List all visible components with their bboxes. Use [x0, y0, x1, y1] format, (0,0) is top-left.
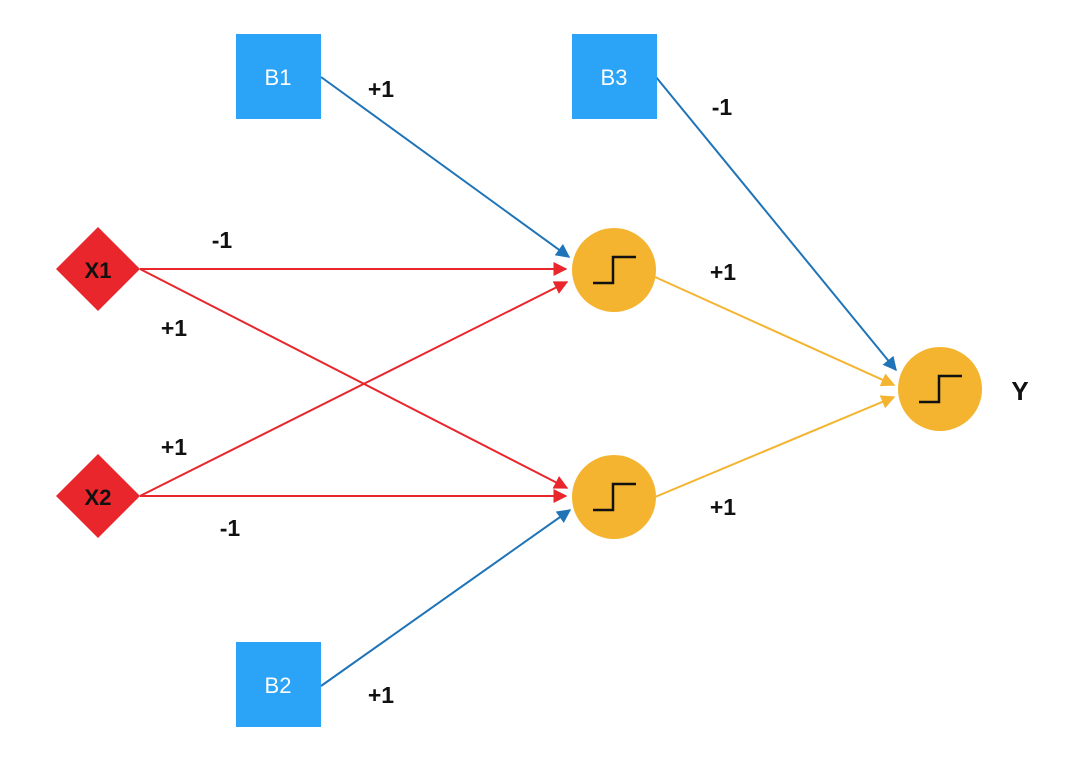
- weight-label-x1-h1: -1: [212, 227, 233, 253]
- input-node-x1: X1: [56, 227, 140, 311]
- weight-label-x2-h1: +1: [161, 434, 187, 460]
- input-node-x2: X2: [56, 454, 140, 538]
- edges: [139, 76, 897, 687]
- bias-node-b3-label: B3: [601, 65, 628, 90]
- bias-node-b1: B1: [236, 34, 321, 119]
- output-label-y: Y: [1011, 376, 1028, 406]
- edge-b1-h1: [320, 76, 571, 258]
- weight-label-h2-y: +1: [710, 494, 736, 520]
- edge-x2-h1: [139, 281, 569, 497]
- input-node-x2-label: X2: [85, 485, 112, 510]
- edge-b3-y: [655, 76, 897, 372]
- edge-h1-y: [654, 276, 896, 387]
- edge-b2-h2: [320, 509, 572, 687]
- weight-label-x2-h2: -1: [220, 515, 241, 541]
- input-node-x1-label: X1: [85, 258, 112, 283]
- bias-node-b3: B3: [572, 34, 657, 119]
- weight-label-h1-y: +1: [710, 259, 736, 285]
- weight-label-b3-y: -1: [712, 94, 733, 120]
- edge-h2-y: [654, 395, 896, 498]
- step-function-icon: [593, 482, 636, 512]
- neuron-output-y: [898, 347, 982, 431]
- neuron-h1: [572, 228, 656, 312]
- weight-label-b2-h2: +1: [368, 682, 394, 708]
- weight-label-b1-h1: +1: [368, 76, 394, 102]
- weight-label-x1-h2: +1: [161, 315, 187, 341]
- edge-x1-h2: [139, 268, 569, 489]
- neuron-h2: [572, 455, 656, 539]
- bias-node-b2-label: B2: [265, 673, 292, 698]
- bias-node-b2: B2: [236, 642, 321, 727]
- bias-node-b1-label: B1: [265, 65, 292, 90]
- step-function-icon: [593, 255, 636, 285]
- step-function-icon: [919, 374, 962, 404]
- weight-labels: +1 -1 +1 +1 -1 +1 -1 +1 +1: [161, 76, 736, 708]
